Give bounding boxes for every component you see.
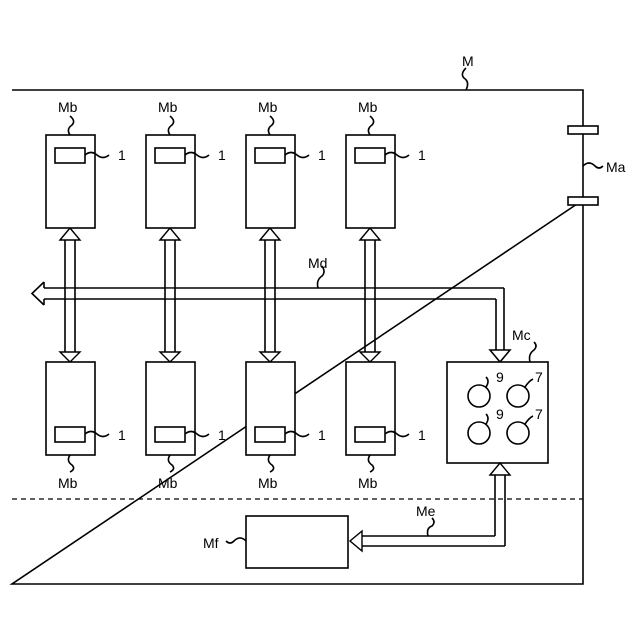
- external-mf: [246, 516, 348, 568]
- module-top-2: [146, 116, 209, 228]
- module-top-2-component-label: 1: [218, 147, 226, 163]
- external-label: Mf: [203, 535, 219, 551]
- module-bottom-2-label: Mb: [158, 475, 178, 491]
- unit-label: Mc: [512, 327, 531, 343]
- module-top-1-component-label: 1: [118, 147, 126, 163]
- bus-drops: [60, 228, 380, 362]
- module-bottom-4-label: Mb: [358, 475, 378, 491]
- opening-leader: [583, 163, 603, 168]
- module-top-1: [46, 116, 109, 228]
- opening-bar-top: [568, 126, 598, 134]
- module-bottom-3-component-label: 1: [318, 427, 326, 443]
- system-leader: [462, 68, 467, 90]
- unit-item-9-bottom: 9: [496, 406, 504, 422]
- link-label: Me: [416, 503, 436, 519]
- module-bottom-2-component-label: 1: [218, 427, 226, 443]
- module-bottom-3: [246, 362, 309, 472]
- module-bottom-3-label: Mb: [258, 475, 278, 491]
- module-top-4: [346, 116, 409, 228]
- module-top-3-component-label: 1: [318, 147, 326, 163]
- opening-bar-bottom: [568, 197, 598, 205]
- module-top-1-label: Mb: [58, 99, 78, 115]
- external-leader: [226, 538, 246, 543]
- module-top-4-component-label: 1: [418, 147, 426, 163]
- unit-item-7-top: 7: [535, 369, 543, 385]
- module-bottom-1-component-label: 1: [118, 427, 126, 443]
- module-bottom-4-component-label: 1: [418, 427, 426, 443]
- unit-item-9-top: 9: [496, 369, 504, 385]
- module-bottom-2: [146, 362, 209, 472]
- unit-item-7-bottom: 7: [535, 406, 543, 422]
- enclosure-outline: [12, 90, 583, 584]
- module-bottom-1: [46, 362, 109, 472]
- module-top-2-label: Mb: [158, 99, 178, 115]
- module-top-3-label: Mb: [258, 99, 278, 115]
- module-top-3: [246, 116, 309, 228]
- system-label: M: [462, 53, 474, 69]
- bus-label: Md: [308, 255, 327, 271]
- module-top-4-label: Mb: [358, 99, 378, 115]
- module-bottom-1-label: Mb: [58, 475, 78, 491]
- module-bottom-4: [346, 362, 409, 472]
- opening-label: Ma: [606, 159, 626, 175]
